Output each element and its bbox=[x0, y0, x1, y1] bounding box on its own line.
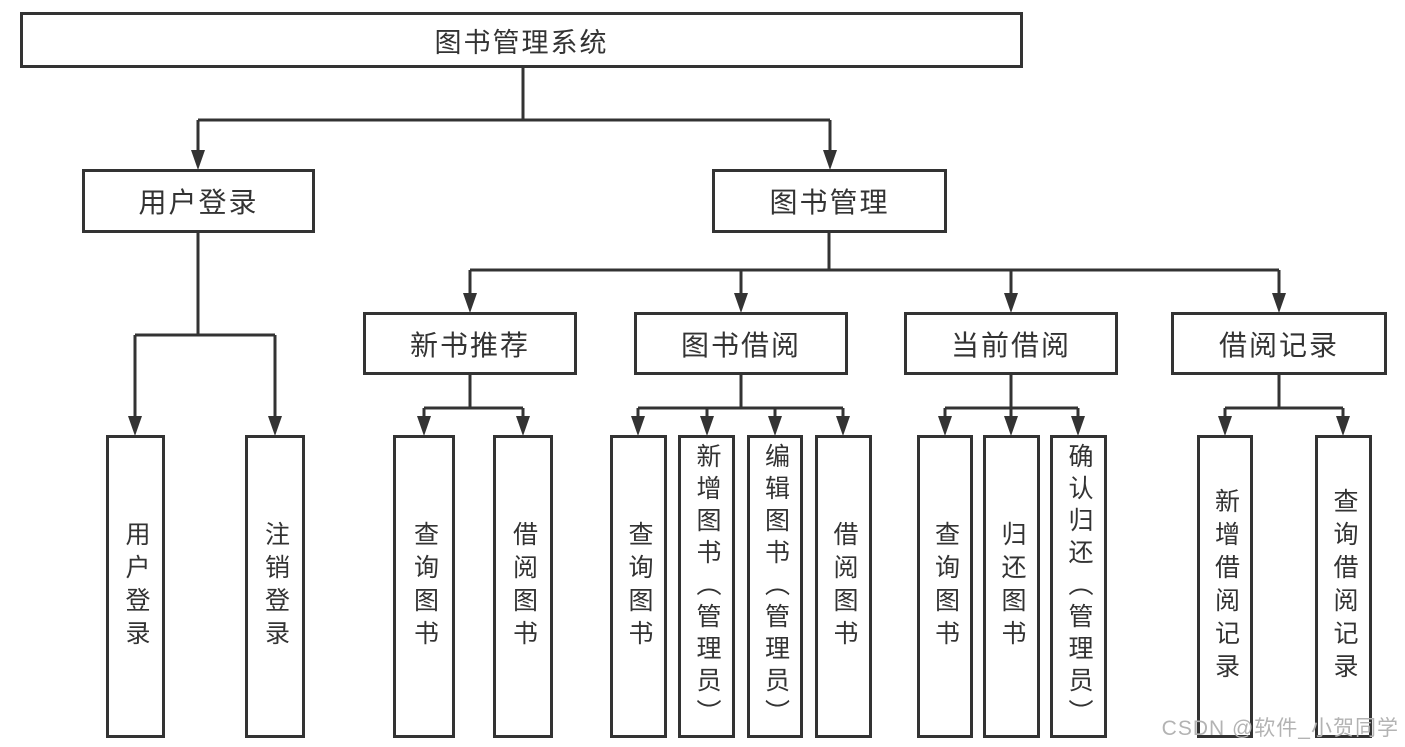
node-user-login: 用户登录 bbox=[82, 169, 315, 233]
node-book-management: 图书管理 bbox=[712, 169, 947, 233]
leaf-query-book-current: 查询图书 bbox=[917, 435, 973, 738]
leaf-edit-book-admin: 编辑图书（管理员） bbox=[747, 435, 803, 738]
arrowheads bbox=[128, 150, 1350, 436]
node-current-borrow: 当前借阅 bbox=[904, 312, 1118, 375]
node-book-borrow: 图书借阅 bbox=[634, 312, 848, 375]
leaf-add-borrow-record: 新增借阅记录 bbox=[1197, 435, 1253, 738]
leaf-query-borrow-record: 查询借阅记录 bbox=[1315, 435, 1372, 738]
leaf-borrow-book-recommend: 借阅图书 bbox=[493, 435, 553, 738]
leaf-return-book: 归还图书 bbox=[983, 435, 1040, 738]
leaf-logout: 注销登录 bbox=[245, 435, 305, 738]
leaf-confirm-return-admin: 确认归还（管理员） bbox=[1050, 435, 1107, 738]
node-new-book-recommend: 新书推荐 bbox=[363, 312, 577, 375]
leaf-query-book-recommend: 查询图书 bbox=[393, 435, 455, 738]
csdn-watermark: CSDN @软件_小贺同学 bbox=[1161, 717, 1399, 740]
node-root-system: 图书管理系统 bbox=[20, 12, 1023, 68]
leaf-borrow-book: 借阅图书 bbox=[815, 435, 872, 738]
connector-paths bbox=[133, 68, 1345, 418]
node-borrow-records: 借阅记录 bbox=[1171, 312, 1387, 375]
leaf-add-book-admin: 新增图书（管理员） bbox=[678, 435, 735, 738]
leaf-user-login: 用户登录 bbox=[106, 435, 165, 738]
leaf-query-book-borrow: 查询图书 bbox=[610, 435, 667, 738]
